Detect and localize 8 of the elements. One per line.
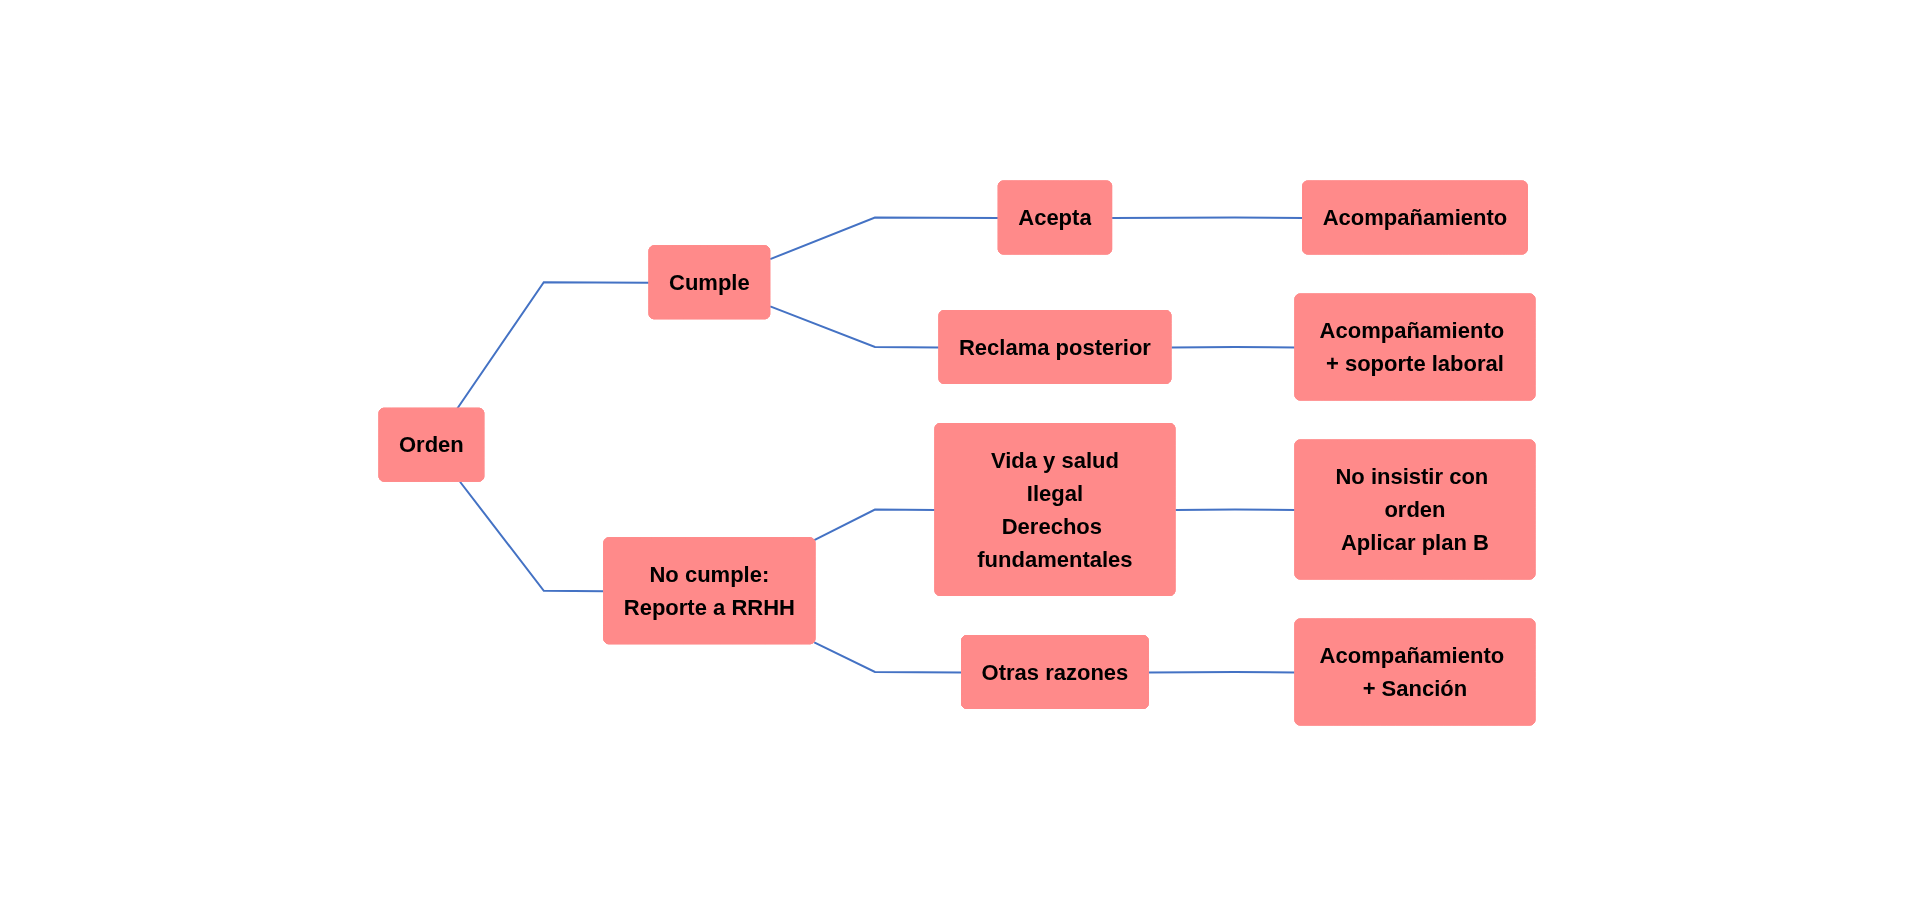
connector bbox=[1110, 216, 1304, 219]
connector bbox=[1147, 671, 1296, 674]
connector bbox=[458, 480, 605, 593]
connector bbox=[812, 508, 936, 542]
connector bbox=[812, 641, 963, 674]
connector bbox=[768, 305, 940, 349]
connector bbox=[1173, 508, 1296, 511]
connector bbox=[1169, 346, 1296, 349]
